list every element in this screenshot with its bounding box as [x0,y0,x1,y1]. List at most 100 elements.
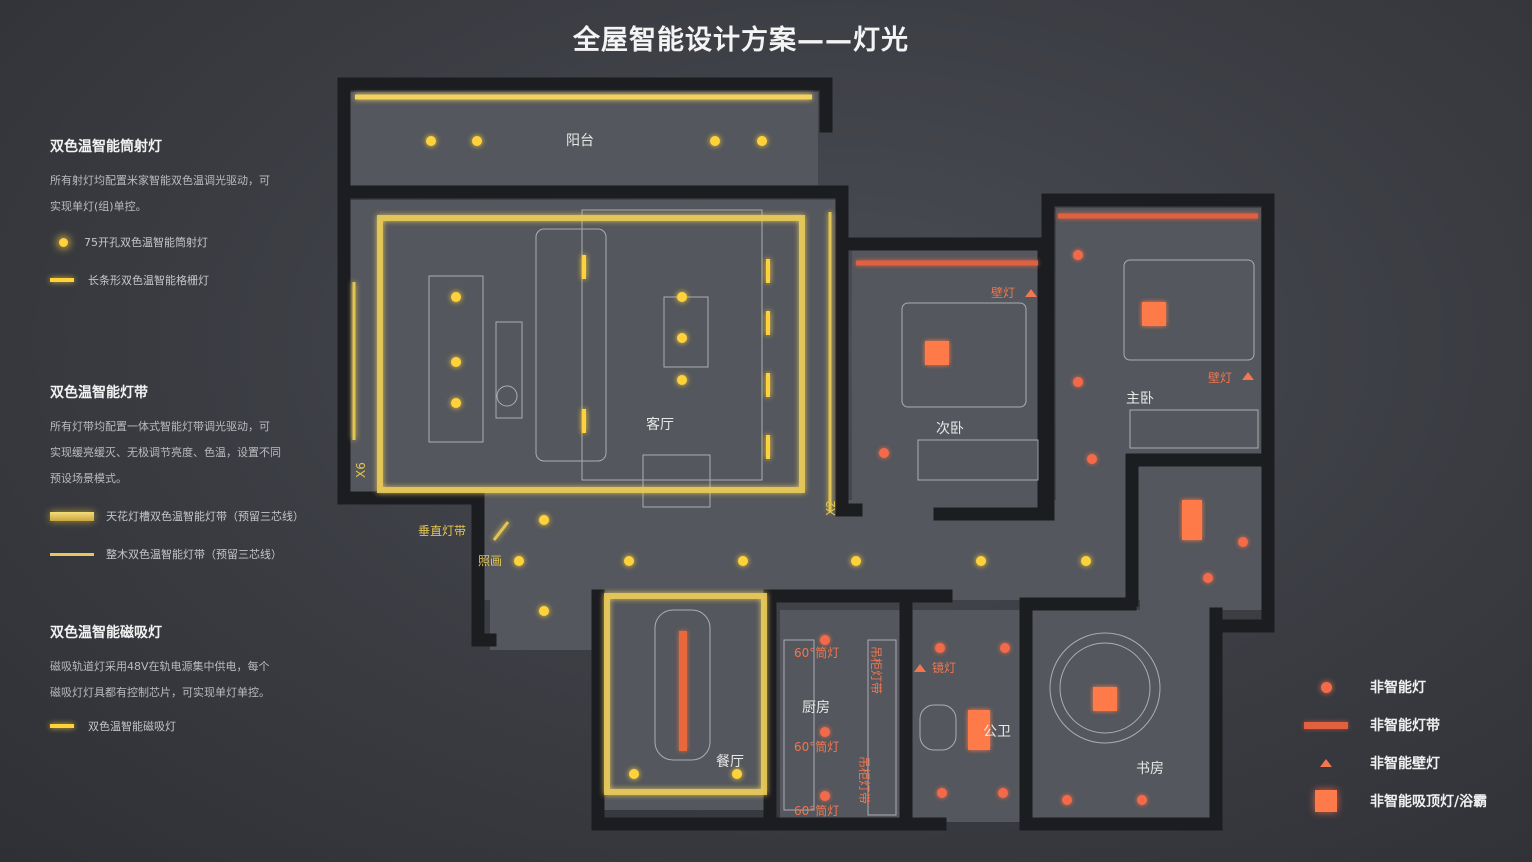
annotation-x6: X6 [354,462,368,478]
annotation-spot60-2: 60°筒灯 [794,739,839,754]
non-smart-light [1062,795,1072,805]
legend-non-smart-ceiling: 非智能吸顶灯/浴霸 [1300,782,1520,820]
orange-dot-icon [1320,681,1332,693]
room-label-study: 书房 [1136,761,1164,777]
dining-magnetic-light [679,631,687,751]
non-smart-light [937,788,947,798]
legend-magnetic-desc-2: 磁吸灯灯具都有控制芯片，可实现单灯单控。 [50,686,270,699]
annotation-spot60-1: 60°筒灯 [794,645,839,660]
room-label-second-bedroom: 次卧 [936,421,964,437]
spot-light [1081,556,1091,566]
spot-light [539,606,549,616]
spot-light [451,357,461,367]
legend-label: 非智能吸顶灯/浴霸 [1370,794,1488,810]
non-smart-light [820,727,830,737]
thick-strip-icon [50,511,94,521]
furniture [428,209,1259,816]
room-label-bathroom: 公卫 [983,724,1011,740]
smart-spot-lights [426,136,1091,779]
non-smart-light [1087,454,1097,464]
non-smart-light [820,635,830,645]
legend-magnetic-item: 双色温智能磁吸灯 [50,718,320,734]
vertical-strip [492,521,510,541]
living-ceiling-strip [377,215,805,493]
spot-light [629,769,639,779]
smart-bar-lights [582,255,770,459]
room-label-master-bedroom: 主卧 [1126,391,1154,407]
annotation-x2: X2 [824,500,838,516]
annotation-spot60-3: 60°筒灯 [794,803,839,818]
non-smart-light [1000,643,1010,653]
page-title: 全屋智能设计方案——灯光 [573,25,909,56]
dining-ceiling-strip [604,593,767,795]
legend-spot-item-bar: 长条形双色温智能格栅灯 [50,272,320,288]
legend-strip-section: 双色温智能灯带 所有灯带均配置一体式智能灯带调光驱动，可 实现缓亮缓灭、无极调节… [50,382,320,562]
legend-magnetic-desc-1: 磁吸轨道灯采用48V在轨电源集中供电，每个 [50,660,270,673]
annotation-cabinet-1: 吊柜灯带 [869,646,883,694]
ceiling-light [1142,302,1166,326]
room-label-balcony: 阳台 [566,133,594,149]
legend-strip-desc-3: 预设场景模式。 [50,472,127,485]
spot-light [732,769,742,779]
orange-triangle-icon [1320,759,1332,767]
spot-light [851,556,861,566]
spot-light [451,398,461,408]
legend-strip-heading: 双色温智能灯带 [50,385,148,401]
walls [337,77,1275,831]
legend-label: 非智能灯带 [1370,718,1440,734]
non-smart-light [1137,795,1147,805]
legend-magnetic-section: 双色温智能磁吸灯 磁吸轨道灯采用48V在轨电源集中供电，每个 磁吸灯灯具都有控制… [50,622,320,734]
non-smart-strips [856,213,1258,266]
non-smart-ceiling-lights [925,302,1202,750]
spot-light [624,556,634,566]
yellow-dot-icon [59,237,68,247]
non-smart-light [1073,377,1083,387]
legend-label: 非智能灯 [1370,680,1426,696]
annotation-wall-lamp-2: 壁灯 [1208,370,1232,385]
spot-light [710,136,720,146]
wall-lamp [914,664,926,672]
annotation-cabinet-2: 吊柜灯带 [857,756,871,804]
room-labels: 阳台 客厅 次卧 主卧 厨房 餐厅 公卫 书房 [566,133,1164,777]
legend-non-smart-wall-lamp: 非智能壁灯 [1300,744,1520,782]
spot-light [426,136,436,146]
yellow-bar-icon [50,278,74,282]
non-smart-dots [820,250,1248,805]
spot-light [677,292,687,302]
spot-light [738,556,748,566]
non-smart-legend: 非智能灯 非智能灯带 非智能壁灯 非智能吸顶灯/浴霸 [1300,668,1520,820]
non-smart-light [1238,537,1248,547]
room-label-kitchen: 厨房 [802,700,830,716]
annotation-mirror-light: 照画 [478,554,502,568]
room-label-living: 客厅 [646,416,674,433]
non-smart-light [879,448,889,458]
ceiling-light [1093,687,1117,711]
legend-spot-section: 双色温智能筒射灯 所有射灯均配置米家智能双色温调光驱动，可 实现单灯(组)单控。… [50,136,320,288]
thin-strip-icon [50,552,94,556]
ceiling-light [968,710,990,750]
spot-light [539,515,549,525]
orange-square-icon [1315,790,1337,812]
annotation-mirror-lamp: 镜灯 [932,660,956,675]
wall-lamp [1242,372,1254,380]
magnetic-bar-icon [50,724,74,728]
spot-light [677,375,687,385]
legend-non-smart-strip: 非智能灯带 [1300,706,1520,744]
annotation-wall-lamp-1: 壁灯 [991,285,1015,300]
legend-strip-desc-2: 实现缓亮缓灭、无极调节亮度、色温，设置不同 [50,446,281,459]
annotation-vertical-strip: 垂直灯带 [418,524,466,538]
non-smart-light [935,643,945,653]
legend-non-smart-light: 非智能灯 [1300,668,1520,706]
spot-light [451,292,461,302]
room-label-dining: 餐厅 [716,754,744,770]
legend-spot-heading: 双色温智能筒射灯 [50,139,162,155]
legend-strip-item-thin: 整木双色温智能灯带（预留三芯线） [50,546,320,562]
wall-lamps [914,289,1254,672]
spot-light [677,333,687,343]
non-smart-light [820,791,830,801]
ceiling-light [1182,500,1202,540]
non-smart-light [998,788,1008,798]
non-smart-light [1073,250,1083,260]
legend-label: 非智能壁灯 [1370,756,1440,772]
